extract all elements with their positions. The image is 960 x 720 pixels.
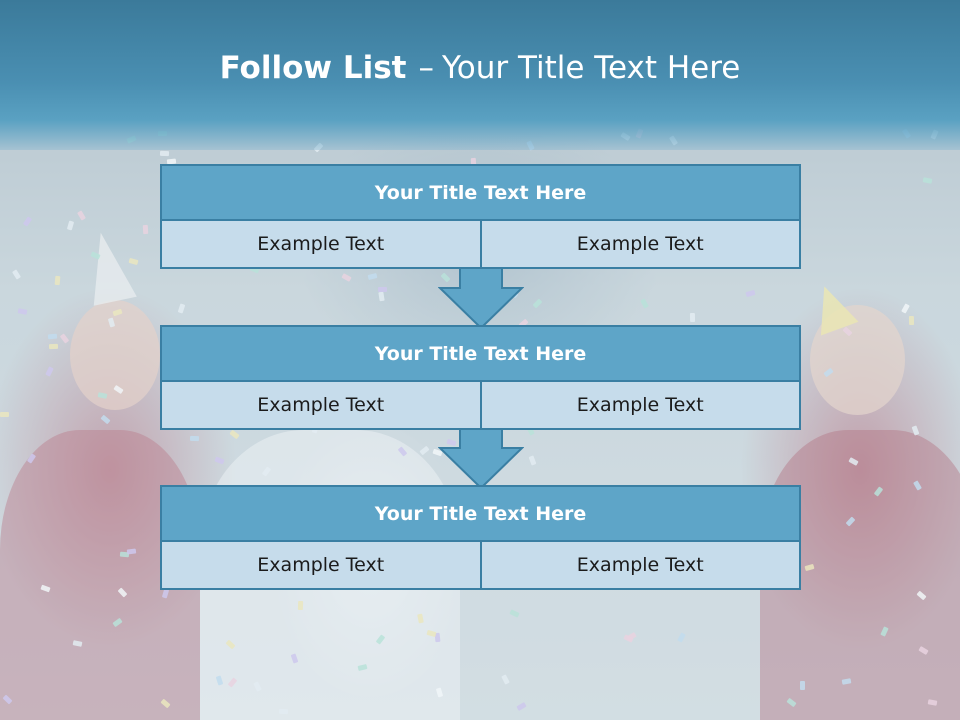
step-cell-right: Example Text <box>479 219 801 269</box>
step-cell-right: Example Text <box>479 540 801 590</box>
person-right-head <box>810 305 905 415</box>
step-block-3: Your Title Text Here Example Text Exampl… <box>160 485 801 590</box>
slide-title-rest: Your Title Text Here <box>441 50 741 86</box>
step-title: Your Title Text Here <box>160 164 801 221</box>
step-cell-left: Example Text <box>160 380 482 430</box>
step-row: Example Text Example Text <box>160 380 801 430</box>
step-row: Example Text Example Text <box>160 540 801 590</box>
down-arrow-icon <box>438 268 524 330</box>
step-block-2: Your Title Text Here Example Text Exampl… <box>160 325 801 430</box>
confetti-piece <box>378 287 387 292</box>
person-left-head <box>70 300 160 410</box>
slide-title-dash: – <box>418 50 434 86</box>
step-row: Example Text Example Text <box>160 219 801 269</box>
header-band <box>0 0 960 150</box>
step-cell-right: Example Text <box>479 380 801 430</box>
slide-title-bold: Follow List <box>219 50 407 86</box>
down-arrow-icon <box>438 428 524 490</box>
confetti-piece <box>0 412 9 417</box>
step-cell-left: Example Text <box>160 219 482 269</box>
step-title: Your Title Text Here <box>160 325 801 382</box>
step-block-1: Your Title Text Here Example Text Exampl… <box>160 164 801 269</box>
slide-title: Follow List–Your Title Text Here <box>0 50 960 86</box>
step-cell-left: Example Text <box>160 540 482 590</box>
step-title: Your Title Text Here <box>160 485 801 542</box>
